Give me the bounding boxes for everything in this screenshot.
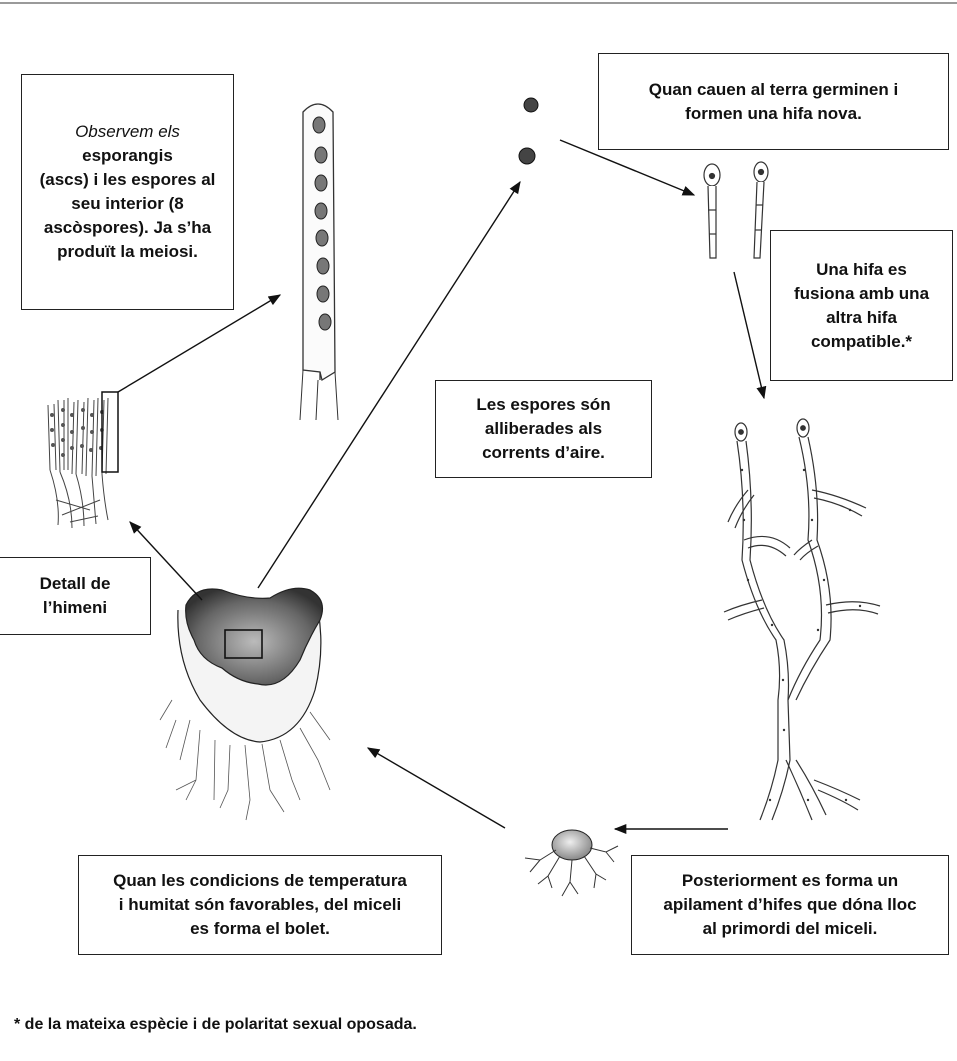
top-rule (0, 2, 957, 4)
observe-line-2: esporangis (82, 146, 173, 165)
primordium-line-2: apilament d’hifes que dóna lloc (663, 895, 917, 914)
arrow-primordium-to-mushroom (366, 747, 506, 829)
fuse-line-1: Una hifa es (816, 259, 907, 279)
label-favorable-conditions: Quan les condicions de temperatura i hum… (78, 855, 442, 955)
released-line-1: Les espores són (476, 395, 611, 414)
arrow-spores-to-germination (559, 139, 696, 196)
label-primordium: Posteriorment es forma un apilament d’hi… (631, 855, 949, 955)
label-observe-sporangia: Observem els esporangis (ascs) i les esp… (21, 74, 234, 310)
cycle-arrows (117, 139, 767, 835)
germinate-line-2: formen una hifa nova. (685, 103, 862, 123)
germinate-line-1: Quan cauen al terra germinen i (648, 79, 899, 99)
fuse-line-2: fusiona amb una (793, 283, 930, 303)
mycelium-primordium (524, 829, 619, 897)
ascus-illustration (299, 103, 339, 421)
spores (518, 97, 539, 165)
primordium-line-3: al primordi del miceli. (702, 919, 878, 938)
released-line-3: corrents d’aire. (482, 443, 605, 462)
hymenium-detail (47, 391, 119, 529)
observe-line-5: ascòspores). Ja s’ha (43, 218, 212, 237)
fuse-line-4: compatible.* (810, 331, 913, 351)
conditions-line-3: es forma el bolet. (190, 919, 330, 938)
arrow-hymen-to-ascus (117, 294, 282, 393)
observe-line-6: produït la meiosi. (57, 242, 198, 261)
observe-line-4: seu interior (8 (71, 194, 184, 213)
label-hymenium-detail: Detall de l’himeni (0, 557, 151, 635)
observe-line-1: Observem els (75, 122, 180, 141)
primordium-line-1: Posteriorment es forma un (681, 871, 899, 890)
mushroom-illustration (159, 587, 331, 821)
label-hyphae-fuse: Una hifa es fusiona amb una altra hifa c… (770, 230, 953, 381)
hymen-line-1: Detall de (39, 574, 111, 593)
germinating-spores (703, 161, 769, 259)
arrow-germination-to-fusion (733, 271, 767, 400)
observe-line-3: (ascs) i les espores al (39, 170, 216, 189)
arrow-mushroom-to-hymen (129, 521, 203, 601)
label-germinate: Quan cauen al terra germinen i formen un… (598, 53, 949, 150)
arrow-mushroom-to-spores (257, 180, 521, 589)
label-spores-released: Les espores són alliberades als corrents… (435, 380, 652, 478)
conditions-line-1: Quan les condicions de temperatura (113, 871, 407, 890)
conditions-line-2: i humitat són favorables, del miceli (118, 895, 402, 914)
fusing-hyphae (723, 418, 881, 821)
footnote: * de la mateixa espècie i de polaritat s… (14, 1016, 417, 1033)
fuse-line-3: altra hifa (826, 307, 897, 327)
hymen-line-2: l’himeni (42, 598, 108, 617)
released-line-2: alliberades als (484, 419, 603, 438)
